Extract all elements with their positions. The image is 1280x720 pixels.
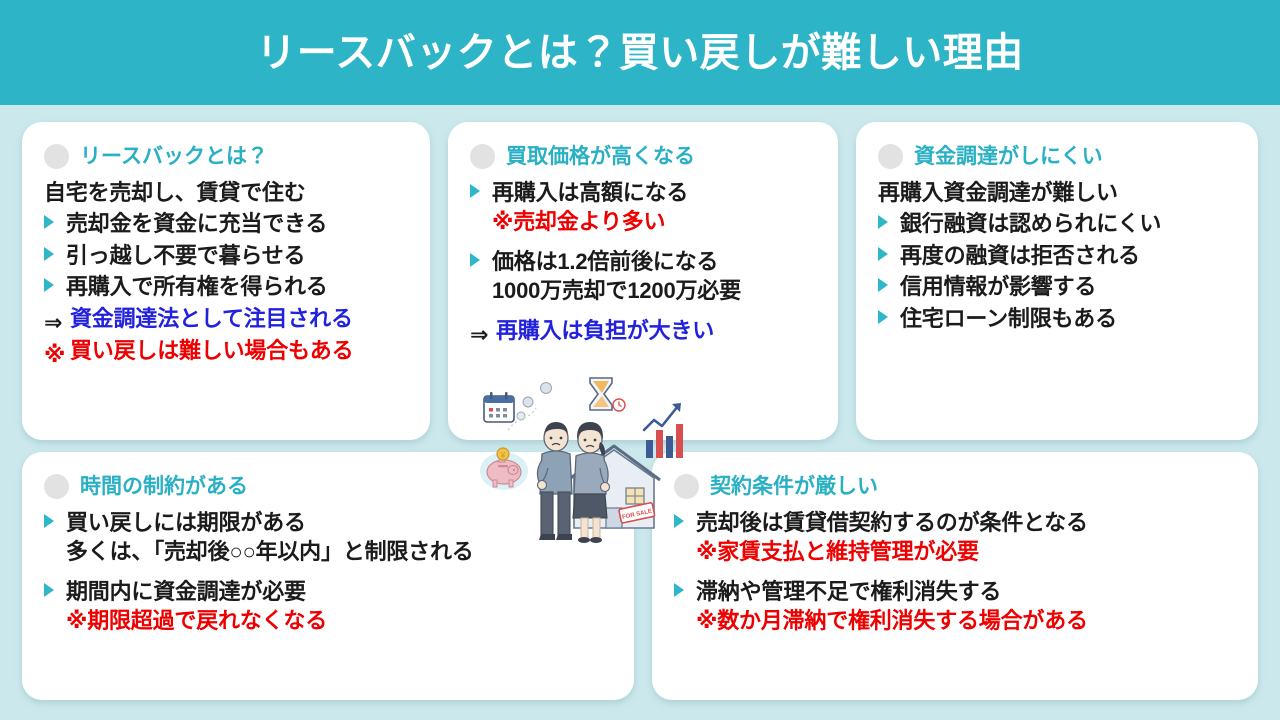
double-arrow-icon: ⇒	[470, 321, 489, 347]
list-item: 住宅ローン制限もある	[878, 304, 1236, 333]
conclusion-item: ⇒ 再購入は負担が大きい	[470, 316, 816, 346]
bullet-dot-icon	[44, 474, 69, 499]
list-item-subnote: ※家賃支払と維持管理が必要	[696, 539, 979, 565]
list-item: 銀行融資は認められにくい	[878, 209, 1236, 238]
card-body: 売却後は賃貸借契約するのが条件となる ※家賃支払と維持管理が必要 滞納や管理不足…	[674, 508, 1236, 636]
list-item: 買い戻しには期限がある 多くは、「売却後○○年以内」と制限される	[44, 508, 612, 567]
card-heading: 資金調達がしにくい	[914, 144, 1103, 168]
card-body: 自宅を売却し、賃貸で住む 売却金を資金に充当できる 引っ越し不要で暮らせる 再購…	[44, 178, 408, 366]
triangle-bullet-icon	[674, 508, 696, 528]
bullet-dot-icon	[44, 144, 69, 169]
triangle-bullet-icon	[44, 209, 66, 230]
conclusion-label: 再購入は負担が大きい	[496, 317, 715, 343]
card-heading: 買取価格が高くなる	[506, 144, 695, 168]
bullet-dot-icon	[878, 144, 903, 169]
card-header: 時間の制約がある	[44, 474, 612, 499]
card-heading: 契約条件が厳しい	[710, 474, 878, 498]
note-label: 買い戻しは難しい場合もある	[70, 337, 354, 363]
triangle-bullet-icon	[44, 577, 66, 597]
list-item: 売却金を資金に充当できる	[44, 209, 408, 238]
bullet-dot-icon	[674, 474, 699, 499]
list-item-label: 再購入は高額になる	[492, 180, 689, 205]
card-body: 買い戻しには期限がある 多くは、「売却後○○年以内」と制限される 期間内に資金調…	[44, 508, 612, 636]
card-lease-back-overview: リースバックとは？ 自宅を売却し、賃貸で住む 売却金を資金に充当できる 引っ越し…	[22, 122, 430, 440]
triangle-bullet-icon	[470, 178, 492, 198]
card-financing-difficulty: 資金調達がしにくい 再購入資金調達が難しい 銀行融資は認められにくい 再度の融資…	[856, 122, 1258, 440]
list-item: 引っ越し不要で暮らせる	[44, 241, 408, 270]
note-item: ※ 買い戻しは難しい場合もある	[44, 336, 408, 366]
list-item-subnote: 1000万売却で1200万必要	[492, 278, 741, 304]
double-arrow-icon: ⇒	[44, 309, 63, 335]
list-item-label: 引っ越し不要で暮らせる	[66, 242, 306, 268]
list-item: 価格は1.2倍前後になる 1000万売却で1200万必要	[470, 247, 816, 306]
conclusion-item: ⇒ 資金調達法として注目される	[44, 304, 408, 334]
card-heading: 時間の制約がある	[80, 474, 248, 498]
card-time-limit: 時間の制約がある 買い戻しには期限がある 多くは、「売却後○○年以内」と制限され…	[22, 452, 634, 700]
page-title: リースバックとは？買い戻しが難しい理由	[256, 30, 1024, 75]
list-item-label: 信用情報が影響する	[900, 274, 1097, 300]
triangle-bullet-icon	[470, 247, 492, 267]
card-buyback-price: 買取価格が高くなる 再購入は高額になる ※売却金より多い 価格は1.2倍前後にな…	[448, 122, 838, 440]
list-item-label: 銀行融資は認められにくい	[900, 211, 1162, 237]
triangle-bullet-icon	[44, 272, 66, 293]
list-item-subnote: ※期限超過で戻れなくなる	[66, 608, 327, 634]
card-header: リースバックとは？	[44, 144, 408, 169]
list-item-subnote: ※売却金より多い	[492, 209, 666, 235]
card-body: 再購入は高額になる ※売却金より多い 価格は1.2倍前後になる 1000万売却で…	[470, 178, 816, 346]
triangle-bullet-icon	[878, 241, 900, 261]
triangle-bullet-icon	[674, 577, 696, 597]
list-item-label: 自宅を売却し、賃貸で住む	[44, 180, 306, 205]
list-item-subnote: 多くは、「売却後○○年以内」と制限される	[66, 539, 474, 565]
triangle-bullet-icon	[44, 241, 66, 261]
list-item-label: 再購入資金調達が難しい	[878, 180, 1118, 205]
triangle-bullet-icon	[44, 508, 66, 528]
triangle-bullet-icon	[878, 304, 900, 324]
list-item-label: 買い戻しには期限がある	[66, 510, 306, 535]
card-header: 資金調達がしにくい	[878, 144, 1236, 169]
card-body: 再購入資金調達が難しい 銀行融資は認められにくい 再度の融資は拒否される 信用情…	[878, 178, 1236, 333]
list-item: 再購入資金調達が難しい	[878, 178, 1236, 207]
list-item: 期間内に資金調達が必要 ※期限超過で戻れなくなる	[44, 577, 612, 636]
card-contract-conditions: 契約条件が厳しい 売却後は賃貸借契約するのが条件となる ※家賃支払と維持管理が必…	[652, 452, 1258, 700]
list-item-label: 滞納や管理不足で権利消失する	[696, 578, 1002, 604]
list-item-label: 再購入で所有権を得られる	[66, 274, 328, 300]
kome-icon: ※	[44, 341, 66, 367]
list-item-label: 期間内に資金調達が必要	[66, 578, 306, 604]
conclusion-label: 資金調達法として注目される	[70, 305, 353, 331]
list-item: 再購入は高額になる ※売却金より多い	[470, 178, 816, 237]
list-item-label: 売却後は賃貸借契約するのが条件となる	[696, 510, 1088, 535]
list-item-label: 価格は1.2倍前後になる	[492, 248, 719, 274]
triangle-bullet-icon	[878, 272, 900, 293]
list-item: 自宅を売却し、賃貸で住む	[44, 178, 408, 207]
card-header: 買取価格が高くなる	[470, 144, 816, 169]
card-header: 契約条件が厳しい	[674, 474, 1236, 499]
list-item-label: 売却金を資金に充当できる	[66, 211, 328, 237]
list-item: 再購入で所有権を得られる	[44, 272, 408, 301]
list-item-subnote: ※数か月滞納で権利消失する場合がある	[696, 608, 1088, 634]
list-item: 再度の融資は拒否される	[878, 241, 1236, 270]
triangle-bullet-icon	[878, 209, 900, 230]
slide-header: リースバックとは？買い戻しが難しい理由	[0, 0, 1280, 105]
list-item: 滞納や管理不足で権利消失する ※数か月滞納で権利消失する場合がある	[674, 577, 1236, 636]
list-item: 売却後は賃貸借契約するのが条件となる ※家賃支払と維持管理が必要	[674, 508, 1236, 567]
card-heading: リースバックとは？	[80, 144, 268, 168]
list-item: 信用情報が影響する	[878, 272, 1236, 301]
list-item-label: 住宅ローン制限もある	[900, 305, 1117, 331]
bullet-dot-icon	[470, 144, 495, 169]
list-item-label: 再度の融資は拒否される	[900, 242, 1140, 268]
